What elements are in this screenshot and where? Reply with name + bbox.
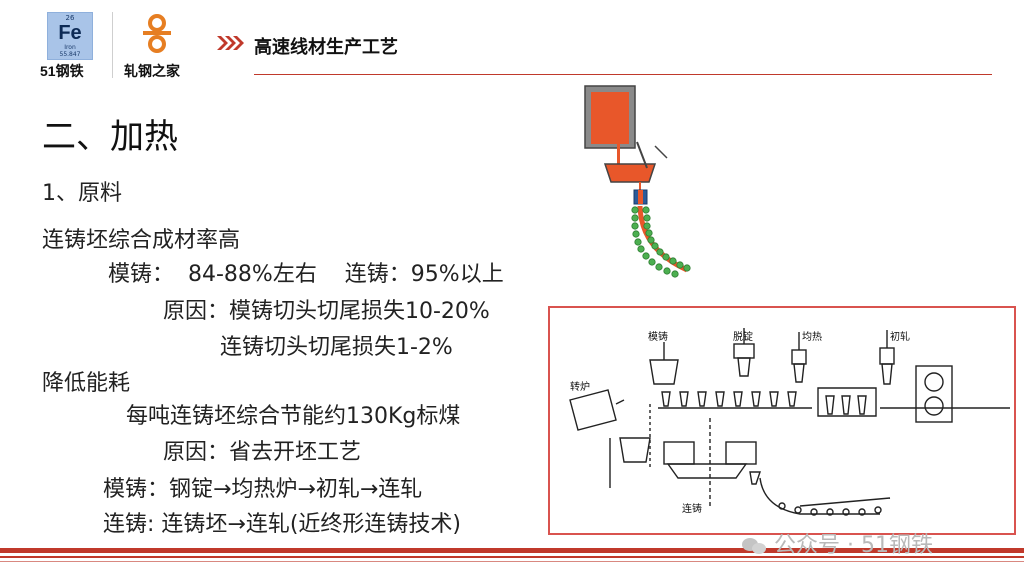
fe-mass: 55.847 <box>59 51 81 58</box>
label-demold: 脱锭 <box>733 332 753 343</box>
text-line: 连铸: 连铸坯→连轧(近终形连铸技术) <box>103 512 462 537</box>
wechat-icon <box>742 536 768 556</box>
text-line: 模铸： 84-88%左右 连铸：95%以上 <box>108 262 504 287</box>
footer-rule <box>0 556 1024 558</box>
process-flow-diagram: 模铸 脱锭 均热 初轧 转炉 连铸 <box>548 306 1016 535</box>
text-line: 原因：省去开坯工艺 <box>163 440 362 465</box>
continuous-casting-illustration <box>584 85 691 278</box>
header-rule <box>254 74 992 75</box>
header-divider <box>112 12 113 78</box>
text-line: 原因：模铸切头切尾损失10-20% <box>163 299 490 324</box>
text-line: 每吨连铸坯综合节能约130Kg标煤 <box>126 404 461 429</box>
section-title: 二、加热 <box>42 117 178 157</box>
fe-element-logo: 26 Fe Iron 55.847 <box>47 12 93 60</box>
footer-rule-thin <box>0 561 1024 562</box>
watermark: 公众号 · 51钢铁 <box>742 527 933 559</box>
text-line: 连铸坯综合成材率高 <box>42 228 241 253</box>
section-subtitle: 1、原料 <box>42 181 122 206</box>
chevron-right-icon <box>217 36 244 50</box>
text-line: 降低能耗 <box>42 371 131 396</box>
header-title: 高速线材生产工艺 <box>254 37 398 58</box>
label-soaking: 均热 <box>802 332 822 343</box>
label-converter: 转炉 <box>570 382 590 393</box>
fe-name: Iron <box>64 44 76 51</box>
label-mold-casting: 模铸 <box>648 332 668 343</box>
rolling-mill-logo-icon <box>143 14 171 53</box>
footer-bar <box>0 548 1024 553</box>
watermark-text: 公众号 · 51钢铁 <box>774 533 933 558</box>
brand-rolling-home: 轧钢之家 <box>124 63 180 79</box>
label-continuous-casting: 连铸 <box>682 504 702 515</box>
fe-symbol: Fe <box>58 22 82 44</box>
label-rough-rolling: 初轧 <box>890 332 910 343</box>
brand-51-steel: 51钢铁 <box>40 63 84 79</box>
process-flow-drawing <box>569 328 1010 516</box>
fe-atomic-number: 26 <box>65 14 75 22</box>
text-line: 模铸：钢锭→均热炉→初轧→连轧 <box>103 477 423 502</box>
text-line: 连铸切头切尾损失1-2% <box>220 335 453 360</box>
